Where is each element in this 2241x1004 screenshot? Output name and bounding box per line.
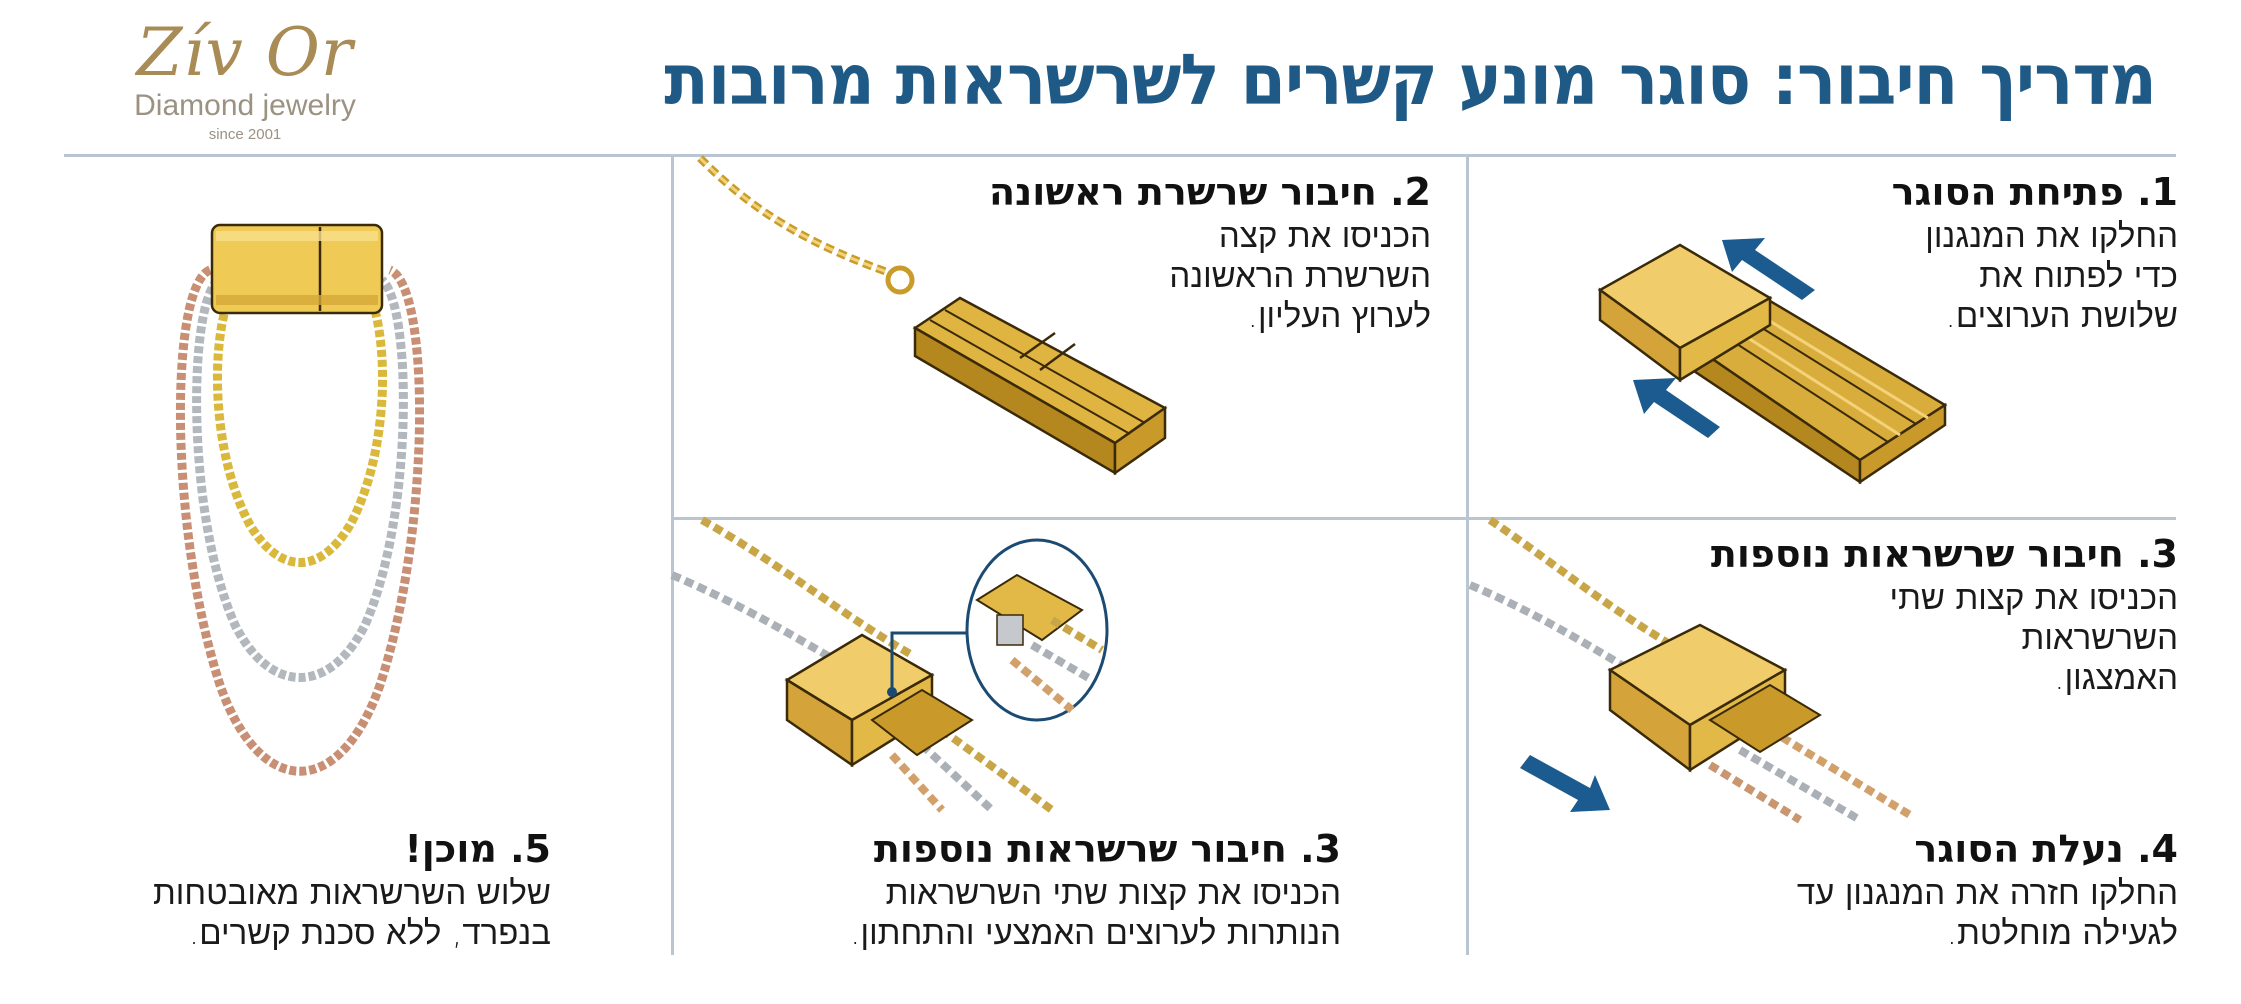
step-3a-line: האמצגון. [2054,658,2178,697]
logo-since: since 2001 [208,126,282,143]
step-2-line: השרשרת הראשונה [1169,256,1431,295]
clasp-sliding-closed-icon [1468,516,1913,824]
step-2-line: לערוץ העליון. [1247,296,1432,335]
clasp-three-chains-with-magnifier-icon [670,516,1109,814]
divider-top [64,154,2176,157]
step-1-line: שלושת הערוצים. [1945,296,2178,335]
step-4-title: 4. נעלת הסוגר [1914,827,2178,871]
divider-middle [672,517,2176,520]
three-layered-necklaces-icon [176,223,424,776]
step-2-line: הכניסו את קצה [1218,216,1431,255]
step-3a-text: 3. חיבור שרשראות נוספות הכניסו את קצות ש… [1711,530,2178,698]
step-4-line: החלקו חזרה את המנגנון עד [1796,873,2178,912]
step-3b-line: הנותרות לערוצים האמצעי והתחתון. [850,913,1341,952]
step-4-text: 4. נעלת הסוגר החלקו חזרה את המנגנון עד ל… [1797,825,2178,953]
page-title: מדריך חיבור: סוגר מונע קשרים לשרשראות מר… [664,39,2157,121]
brand-logo: Zív Or Diamond jewelry since 2001 [110,14,380,144]
step-5-text: 5. מוכן! שלוש השרשראות מאובטחות בנפרד, ל… [153,825,551,953]
logo-subtitle: Diamond jewelry [134,89,356,122]
divider-vertical-left [671,155,674,955]
step-3b-line: הכניסו את קצות שתי השרשראות [885,873,1341,912]
step-2-body: הכניסו את קצה השרשרת הראשונה לערוץ העליו… [989,216,1431,336]
clasp-open-with-arrows-icon [1597,238,1948,485]
divider-vertical-right [1466,155,1469,955]
step-1-body: החלקו את המנגנון כדי לפתוח את שלושת הערו… [1892,216,2178,336]
step-3b-text: 3. חיבור שרשראות נוספות הכניסו את קצות ש… [850,825,1341,953]
clasp-first-chain-icon [697,155,1168,476]
step-3a-body: הכניסו את קצות שתי השרשראות האמצגון. [1711,578,2178,698]
step-3a-title: 3. חיבור שרשראות נוספות [1710,532,2178,576]
step-2-text: 2. חיבור שרשרת ראשונה הכניסו את קצה השרש… [989,168,1431,336]
step-5-body: שלוש השרשראות מאובטחות בנפרד, ללא סכנת ק… [153,873,551,953]
step-1-line: החלקו את המנגנון [1925,216,2178,255]
step-1-line: כדי לפתוח את [1979,256,2178,295]
step-1-text: 1. פתיחת הסוגר החלקו את המנגנון כדי לפתו… [1892,168,2178,336]
step-3b-body: הכניסו את קצות שתי השרשראות הנותרות לערו… [850,873,1341,953]
step-3a-line: השרשראות [2021,618,2178,657]
step-5-line: בנפרד, ללא סכנת קשרים. [188,913,551,952]
step-5-line: שלוש השרשראות מאובטחות [153,873,551,912]
step-3b-title: 3. חיבור שרשראות נוספות [873,827,1341,871]
step-3a-line: הכניסו את קצות שתי [1889,578,2178,617]
step-5-title: 5. מוכן! [404,827,551,871]
step-4-body: החלקו חזרה את המנגנון עד לגעילה מוחלטת. [1797,873,2178,953]
step-2-title: 2. חיבור שרשרת ראשונה [988,170,1431,214]
logo-name: Zív Or [136,14,354,91]
step-4-line: לגעילה מוחלטת. [1946,913,2178,952]
step-1-title: 1. פתיחת הסוגר [1891,170,2178,214]
